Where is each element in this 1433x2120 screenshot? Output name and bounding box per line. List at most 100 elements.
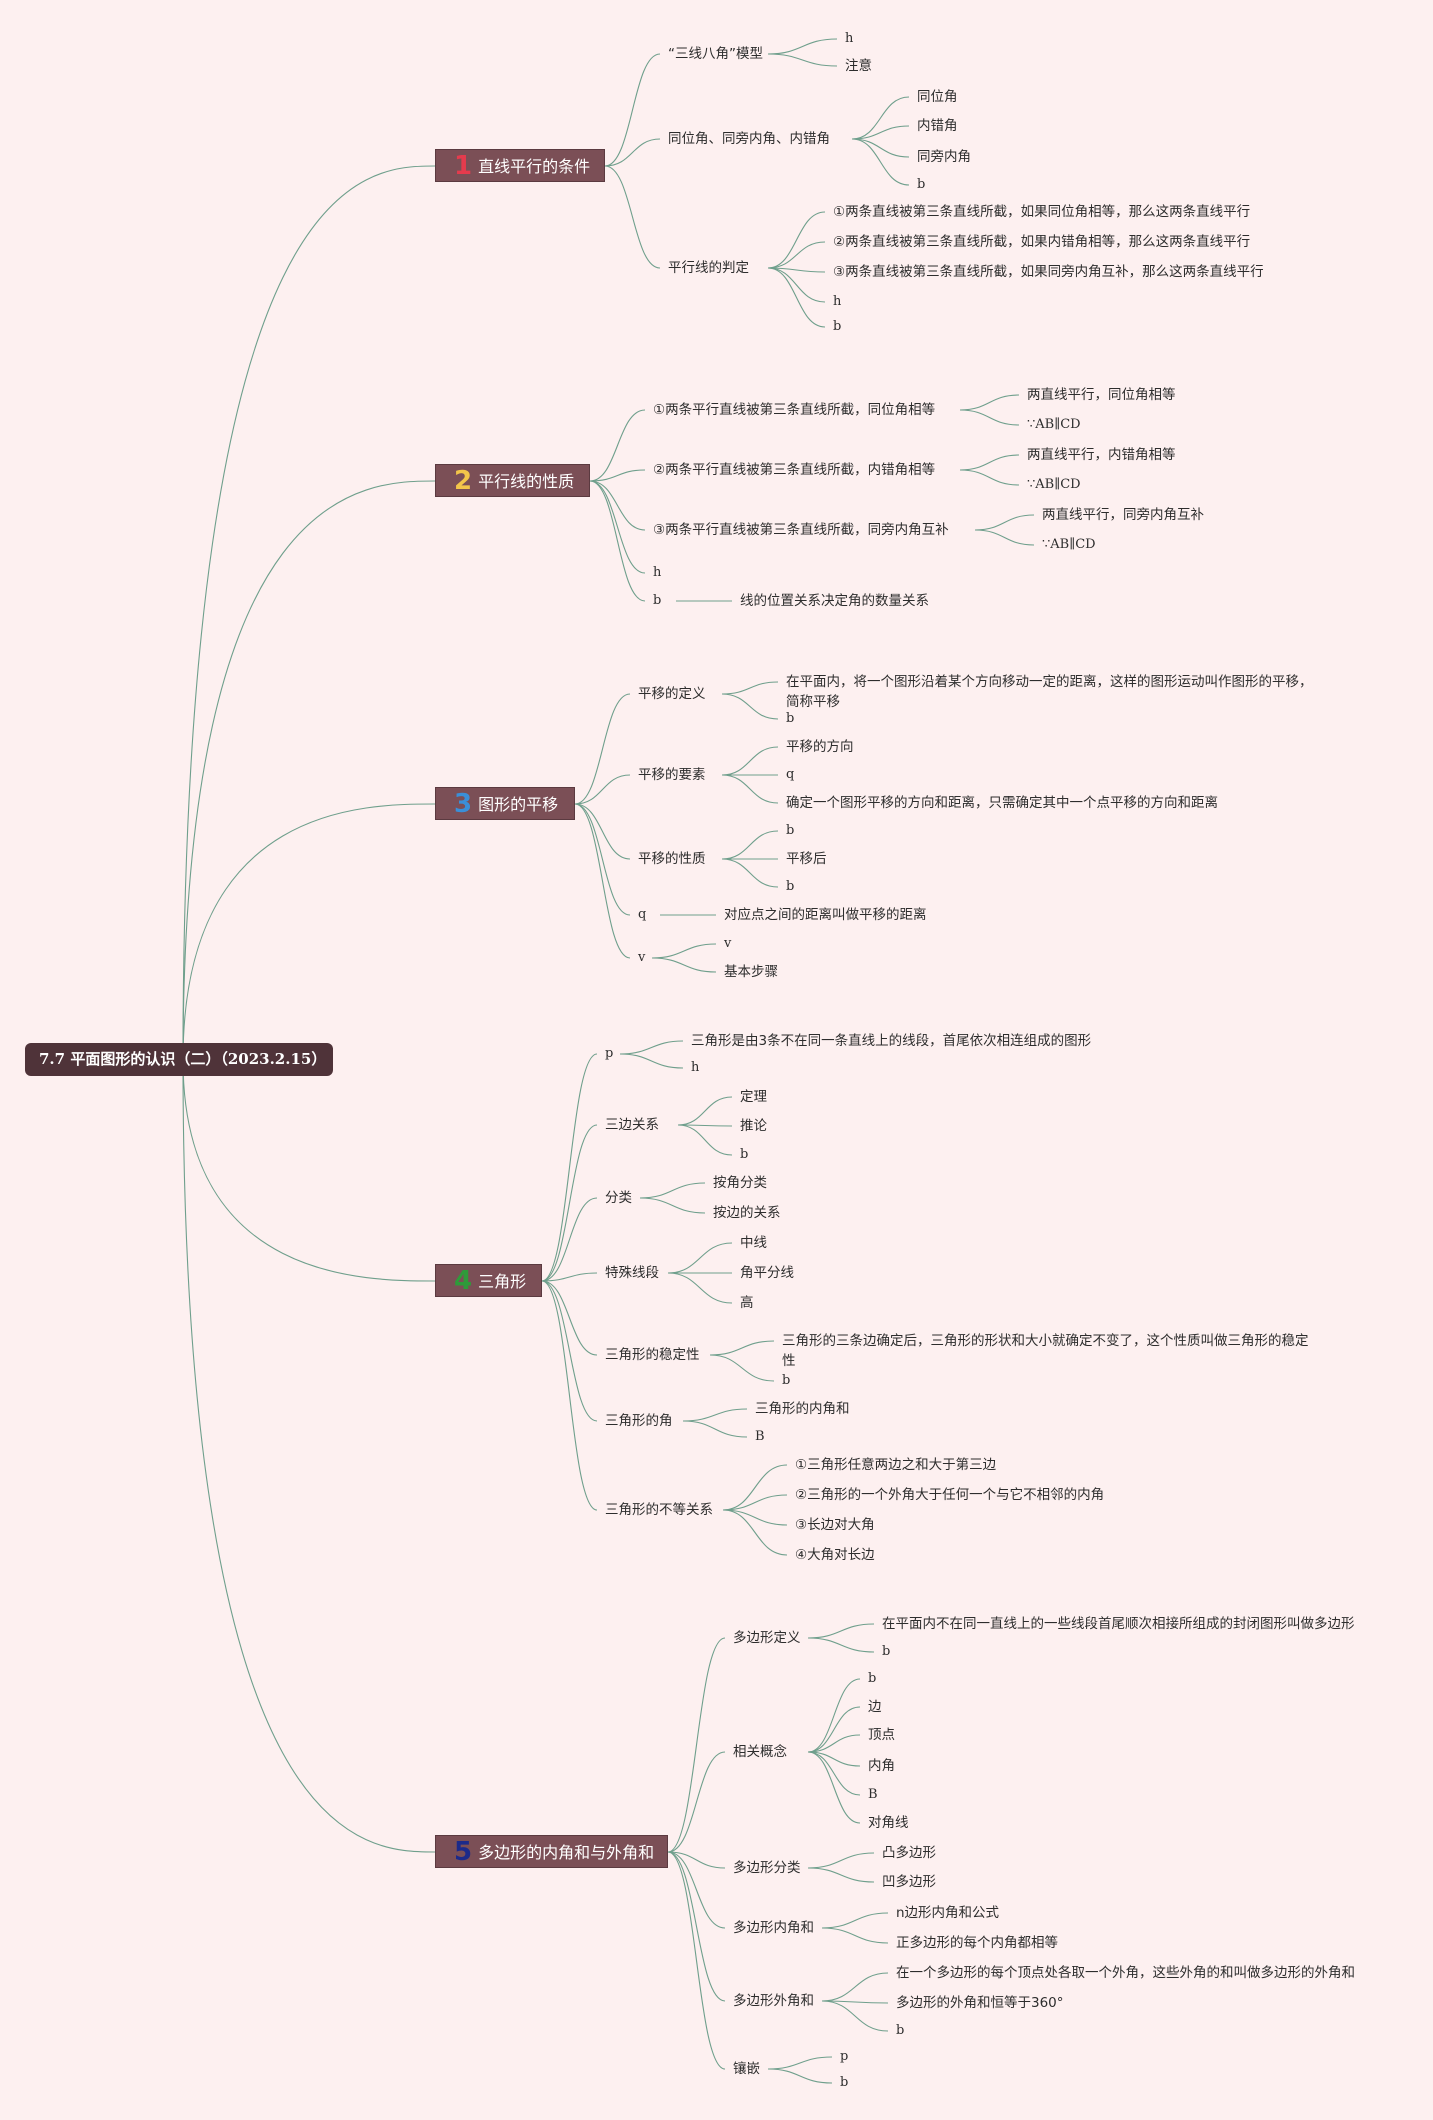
leaf-label[interactable]: b	[868, 1671, 877, 1686]
leaf-label[interactable]: B	[755, 1429, 765, 1444]
leaf-label[interactable]: b	[833, 319, 842, 334]
subtopic-label[interactable]: 同位角、同旁内角、内错角	[668, 131, 830, 147]
leaf-label[interactable]: b	[786, 711, 795, 726]
leaf-connector	[639, 1197, 706, 1214]
leaf-label[interactable]: ∵AB∥CD	[1027, 417, 1081, 432]
leaf-label[interactable]: 两直线平行，同位角相等	[1027, 387, 1176, 403]
leaf-label[interactable]: ∵AB∥CD	[1027, 477, 1081, 492]
leaf-label[interactable]: ②两条直线被第三条直线所截，如果内错角相等，那么这两条直线平行	[833, 234, 1251, 250]
subtopic-label[interactable]: 平移的性质	[638, 851, 706, 867]
subtopic-label[interactable]: ①两条平行直线被第三条直线所截，同位角相等	[653, 402, 936, 418]
leaf-label[interactable]: 推论	[740, 1118, 767, 1134]
leaf-label[interactable]: b	[782, 1373, 791, 1388]
subtopic-label[interactable]: p	[605, 1046, 614, 1061]
leaf-label[interactable]: 凸多边形	[882, 1845, 936, 1861]
root-topic[interactable]: 7.7 平面图形的认识（二）（2023.2.15）	[25, 1043, 333, 1076]
leaf-connector	[722, 1509, 788, 1526]
leaf-label[interactable]: n边形内角和公式	[896, 1905, 1000, 1921]
subtopic-label[interactable]: h	[653, 565, 662, 580]
leaf-label[interactable]: 高	[740, 1295, 754, 1311]
subtopic-label[interactable]: 平移的要素	[638, 767, 706, 783]
leaf-label[interactable]: 对应点之间的距离叫做平移的距离	[724, 907, 927, 923]
leaf-label[interactable]: 按角分类	[713, 1175, 767, 1191]
leaf-label[interactable]: ①两条直线被第三条直线所截，如果同位角相等，那么这两条直线平行	[833, 204, 1251, 220]
leaf-label[interactable]: 三角形的三条边确定后，三角形的形状和大小就确定不变了，这个性质叫做三角形的稳定性	[782, 1333, 1309, 1369]
leaf-label[interactable]: 在一个多边形的每个顶点处各取一个外角，这些外角的和叫做多边形的外角和	[896, 1965, 1355, 1981]
leaf-label[interactable]: 按边的关系	[713, 1205, 781, 1221]
subtopic-label[interactable]: “三线八角”模型	[668, 46, 763, 62]
leaf-label[interactable]: 同位角	[917, 89, 958, 105]
leaf-label[interactable]: 在平面内不在同一直线上的一些线段首尾顺次相接所组成的封闭图形叫做多边形	[882, 1616, 1355, 1632]
subtopic-label[interactable]: 三边关系	[605, 1117, 659, 1133]
subtopic-label[interactable]: q	[638, 907, 647, 922]
leaf-label[interactable]: ③长边对大角	[795, 1517, 875, 1533]
leaf-label[interactable]: b	[740, 1147, 749, 1162]
subtopic-label[interactable]: 多边形内角和	[733, 1920, 814, 1936]
subtopic-label[interactable]: 三角形的稳定性	[605, 1347, 700, 1363]
leaf-label[interactable]: h	[833, 294, 842, 309]
leaf-label[interactable]: q	[786, 767, 795, 782]
leaf-label[interactable]: 两直线平行，同旁内角互补	[1042, 507, 1204, 523]
leaf-label[interactable]: ∵AB∥CD	[1042, 537, 1096, 552]
subtopic-label[interactable]: 多边形分类	[733, 1860, 801, 1876]
leaf-label[interactable]: ②三角形的一个外角大于任何一个与它不相邻的内角	[795, 1487, 1105, 1503]
leaf-label[interactable]: h	[845, 31, 854, 46]
leaf-label[interactable]: 边	[868, 1699, 882, 1715]
subtopic-label[interactable]: ②两条平行直线被第三条直线所截，内错角相等	[653, 462, 936, 478]
leaf-label[interactable]: b	[786, 879, 795, 894]
leaf-label[interactable]: B	[868, 1787, 878, 1802]
leaf-label[interactable]: 中线	[740, 1235, 767, 1251]
subtopic-label[interactable]: b	[653, 593, 662, 608]
subtopic-label[interactable]: 多边形定义	[733, 1630, 801, 1646]
subtopic-label[interactable]: 镶嵌	[733, 2061, 760, 2077]
subtopic-label[interactable]: 分类	[605, 1190, 632, 1206]
leaf-label[interactable]: b	[882, 1644, 891, 1659]
leaf-label[interactable]: b	[840, 2075, 849, 2090]
leaf-label[interactable]: 内错角	[917, 118, 958, 134]
leaf-label[interactable]: 凹多边形	[882, 1874, 936, 1890]
leaf-label[interactable]: h	[691, 1060, 700, 1075]
leaf-label[interactable]: ①三角形任意两边之和大于第三边	[795, 1457, 997, 1473]
subtopic-label[interactable]: v	[638, 950, 646, 965]
subtopic-label[interactable]: 三角形的不等关系	[605, 1502, 713, 1518]
leaf-label[interactable]: b	[917, 177, 926, 192]
leaf-label[interactable]: 平移后	[786, 851, 827, 867]
leaf-label[interactable]: 对角线	[868, 1815, 909, 1831]
leaf-label[interactable]: 三角形的内角和	[755, 1401, 850, 1417]
subtopic-label[interactable]: 特殊线段	[605, 1265, 659, 1281]
leaf-label[interactable]: 角平分线	[740, 1265, 794, 1281]
leaf-label[interactable]: v	[724, 936, 732, 951]
leaf-label[interactable]: 注意	[845, 58, 872, 74]
leaf-label[interactable]: 顶点	[868, 1727, 895, 1743]
leaf-label[interactable]: 三角形是由3条不在同一条直线上的线段，首尾依次相连组成的图形	[691, 1033, 1092, 1049]
leaf-label[interactable]: 定理	[740, 1089, 767, 1105]
leaf-label[interactable]: 在平面内，将一个图形沿着某个方向移动一定的距离，这样的图形运动叫作图形的平移，简…	[786, 674, 1313, 710]
leaf-label[interactable]: 多边形的外角和恒等于360°	[896, 1995, 1064, 2011]
subtopic-label[interactable]: 平移的定义	[638, 686, 706, 702]
subtopic-label[interactable]: 三角形的角	[605, 1413, 673, 1429]
leaf-label[interactable]: 基本步骤	[724, 964, 778, 980]
leaf-label[interactable]: 确定一个图形平移的方向和距离，只需确定其中一个点平移的方向和距离	[786, 795, 1218, 811]
subtopic-label[interactable]: 平行线的判定	[668, 260, 749, 276]
leaf-label[interactable]: ④大角对长边	[795, 1547, 875, 1563]
subtopic-label[interactable]: 多边形外角和	[733, 1993, 814, 2009]
branch-connector	[541, 1053, 598, 1282]
leaf-label[interactable]: 内角	[868, 1758, 895, 1774]
subtopic-label[interactable]: 相关概念	[733, 1744, 787, 1760]
leaf-label[interactable]: ③两条直线被第三条直线所截，如果同旁内角互补，那么这两条直线平行	[833, 264, 1264, 280]
leaf-label[interactable]: 平移的方向	[786, 739, 854, 755]
leaf-label[interactable]: 两直线平行，内错角相等	[1027, 447, 1176, 463]
leaf-label[interactable]: b	[896, 2023, 905, 2038]
leaf-label[interactable]: 正多边形的每个内角都相等	[896, 1935, 1058, 1951]
leaf-label[interactable]: b	[786, 823, 795, 838]
leaf-label[interactable]: 线的位置关系决定角的数量关系	[740, 593, 929, 609]
leaf-label[interactable]: p	[840, 2049, 849, 2064]
subtopic-label[interactable]: ③两条平行直线被第三条直线所截，同旁内角互补	[653, 522, 949, 538]
branch-connector	[541, 1124, 598, 1282]
leaf-label[interactable]: 同旁内角	[917, 149, 971, 165]
